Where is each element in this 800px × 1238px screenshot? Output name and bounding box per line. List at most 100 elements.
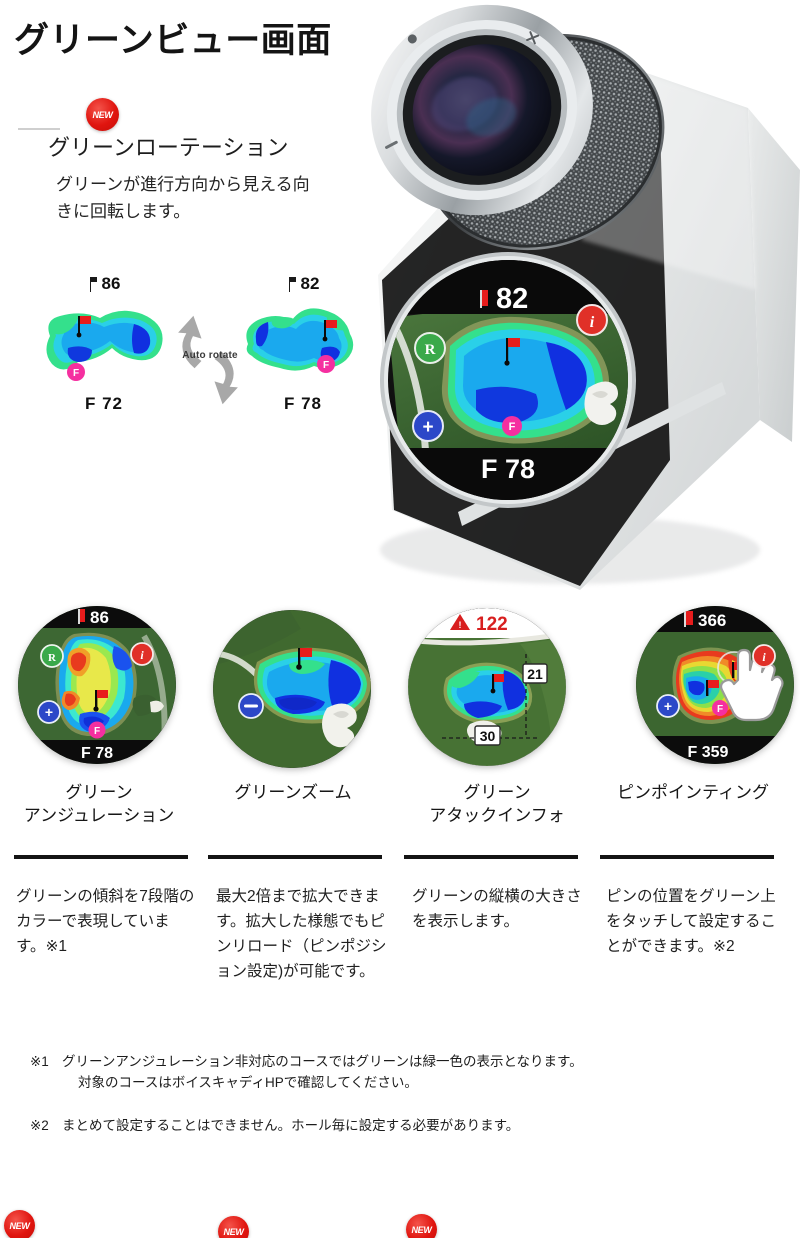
thumb1-info-button: i xyxy=(130,642,154,666)
footnote-1: ※1 グリーンアンジュレーション非対応のコースではグリーンは緑一色の表示となりま… xyxy=(30,1052,770,1073)
footnote-spacer xyxy=(30,1094,770,1116)
footnote-1-line2: 対象のコースはボイスキャディHPで確認してください。 xyxy=(78,1074,418,1090)
flag-icon xyxy=(287,276,296,292)
title-divider xyxy=(18,128,60,130)
feature-divider-3 xyxy=(404,855,578,859)
new-badge: NEW xyxy=(86,98,119,131)
feature-label-line1: ピンポインティング xyxy=(617,783,769,802)
new-badge-thumb-1: NEW xyxy=(4,1210,35,1238)
svg-text:i: i xyxy=(762,650,766,664)
pin-flag-icon xyxy=(490,674,504,694)
feature-label-line1: グリーン xyxy=(463,783,531,802)
green-before-shape: F xyxy=(34,296,174,388)
thumb1-rotate-button: R xyxy=(40,644,64,668)
green-before-front-distance: F 72 xyxy=(84,394,124,413)
green-after-shape: F xyxy=(238,296,368,388)
thumb3-depth-badge: 21 xyxy=(522,663,548,684)
feature-label-line1: グリーン xyxy=(65,783,133,802)
auto-rotate-label: Auto rotate xyxy=(182,350,238,361)
feature-description-green-undulation: グリーンの傾斜を7段階のカラーで表現しています。※1 xyxy=(16,888,195,956)
feature-thumbnail-row: F 86 F 78 R i + xyxy=(0,598,800,1238)
pin-flag-icon xyxy=(322,320,337,342)
screen-button-zoom-in: + xyxy=(412,410,444,442)
pin-flag xyxy=(504,338,520,366)
feature-description-green-zoom: 最大2倍まで拡大できます。拡大した様態でもピンリロード（ピンポジション設定)が可… xyxy=(216,888,387,981)
thumb4-front-distance: F 359 xyxy=(688,744,729,761)
green-before-pin-distance: 86 xyxy=(101,274,121,293)
feature-label-green-zoom: グリーンズーム xyxy=(200,782,386,805)
svg-text:F: F xyxy=(94,726,100,737)
front-marker-icon xyxy=(67,363,85,381)
auto-rotate-arrows xyxy=(160,298,256,428)
thumb4-info-button: i xyxy=(752,644,776,668)
green-after-front-distance: F 78 xyxy=(283,394,323,413)
thumbnail-pin-pointing[interactable]: F 366 F 359 i + xyxy=(636,606,794,764)
flag-icon xyxy=(88,276,97,292)
thumbnail-green-zoom[interactable] xyxy=(213,610,371,768)
feature-label-pin-pointing: ピンポインティング xyxy=(600,782,786,805)
svg-text:122: 122 xyxy=(476,614,508,635)
svg-text:+: + xyxy=(422,417,433,438)
feature-label-green-attack-info: グリーン アタックインフォ xyxy=(404,782,590,828)
pin-flag-icon xyxy=(296,648,312,670)
feature-label-line2: アンジュレーション xyxy=(23,805,175,825)
thumb2-zoom-out-button xyxy=(238,693,264,719)
screen-top-readout: 82 xyxy=(480,283,528,315)
green-after-pin-readout: 82 xyxy=(238,272,368,296)
pin-flag-icon xyxy=(76,316,91,338)
svg-text:i: i xyxy=(590,314,595,331)
feature-description-pin-pointing: ピンの位置をグリーン上をタッチして設定することができます。※2 xyxy=(606,888,777,956)
green-after-rotation: 82 F xyxy=(238,272,368,414)
thumbnail-green-attack-info[interactable]: ! 122 21 30 xyxy=(408,608,566,766)
svg-text:F: F xyxy=(509,421,516,433)
diopter-marks xyxy=(385,31,540,149)
thumb3-width-badge: 30 xyxy=(474,725,501,746)
svg-text:+: + xyxy=(664,698,672,714)
svg-text:R: R xyxy=(425,342,436,358)
device-screen: F 82 F 78 R i xyxy=(380,252,636,508)
feature-label-line1: グリーンズーム xyxy=(234,783,352,802)
feature-label-line2: アタックインフォ xyxy=(429,805,565,825)
svg-text:i: i xyxy=(140,648,144,662)
page-title: グリーンビュー画面 xyxy=(14,21,332,60)
front-marker-icon xyxy=(88,721,106,739)
front-marker-icon xyxy=(317,355,335,373)
feature-highlight-description: グリーンが進行方向から見える向きに回転します。 xyxy=(56,175,310,221)
thumb1-front-distance: F 78 xyxy=(81,745,113,762)
front-marker-icon xyxy=(712,700,728,716)
footnote-1-line1: グリーンアンジュレーション非対応のコースではグリーンは緑一色の表示となります。 xyxy=(62,1054,583,1069)
svg-text:F: F xyxy=(717,704,723,715)
svg-text:R: R xyxy=(48,652,57,664)
footnote-1-mark: ※1 xyxy=(30,1054,49,1069)
svg-text:F: F xyxy=(73,368,79,379)
screen-bottom-readout: F 78 xyxy=(481,454,535,484)
svg-text:F: F xyxy=(323,360,329,371)
feature-divider-1 xyxy=(14,855,188,859)
pin-flag-icon xyxy=(93,690,108,712)
thumb1-pin-distance: 86 xyxy=(90,608,109,627)
feature-label-green-undulation: グリーン アンジュレーション xyxy=(6,782,192,828)
rotation-diagram: 86 F F xyxy=(20,272,380,462)
thumbnail-green-undulation[interactable]: F 86 F 78 R i + xyxy=(18,606,176,764)
footnote-2-mark: ※2 xyxy=(30,1117,49,1133)
footnotes: ※1 グリーンアンジュレーション非対応のコースではグリーンは緑一色の表示となりま… xyxy=(30,1052,770,1137)
thumb4-zoom-in-button: + xyxy=(656,694,680,718)
footnote-2: ※2 まとめて設定することはできません。ホール毎に設定する必要があります。 xyxy=(30,1116,770,1137)
footnote-2-line1: まとめて設定することはできません。ホール毎に設定する必要があります。 xyxy=(62,1117,520,1133)
green-before-rotation: 86 F F xyxy=(34,272,174,414)
green-before-pin-readout: 86 xyxy=(34,272,174,296)
thumb3-hazard-readout: ! 122 xyxy=(450,614,508,635)
svg-text:30: 30 xyxy=(480,728,496,744)
hand-cursor-icon xyxy=(719,648,784,722)
thumb1-zoom-in-button: + xyxy=(37,700,61,724)
thumb4-pin-distance: 366 xyxy=(698,611,726,630)
svg-text:!: ! xyxy=(459,620,462,630)
new-badge-thumb-3: NEW xyxy=(406,1214,437,1238)
svg-text:21: 21 xyxy=(527,666,543,682)
screen-button-rotate: R xyxy=(414,332,446,364)
new-badge-thumb-2: NEW xyxy=(218,1216,249,1238)
svg-text:+: + xyxy=(45,704,53,720)
feature-highlight-title: グリーンローテーション xyxy=(48,135,289,160)
feature-divider-4 xyxy=(600,855,774,859)
